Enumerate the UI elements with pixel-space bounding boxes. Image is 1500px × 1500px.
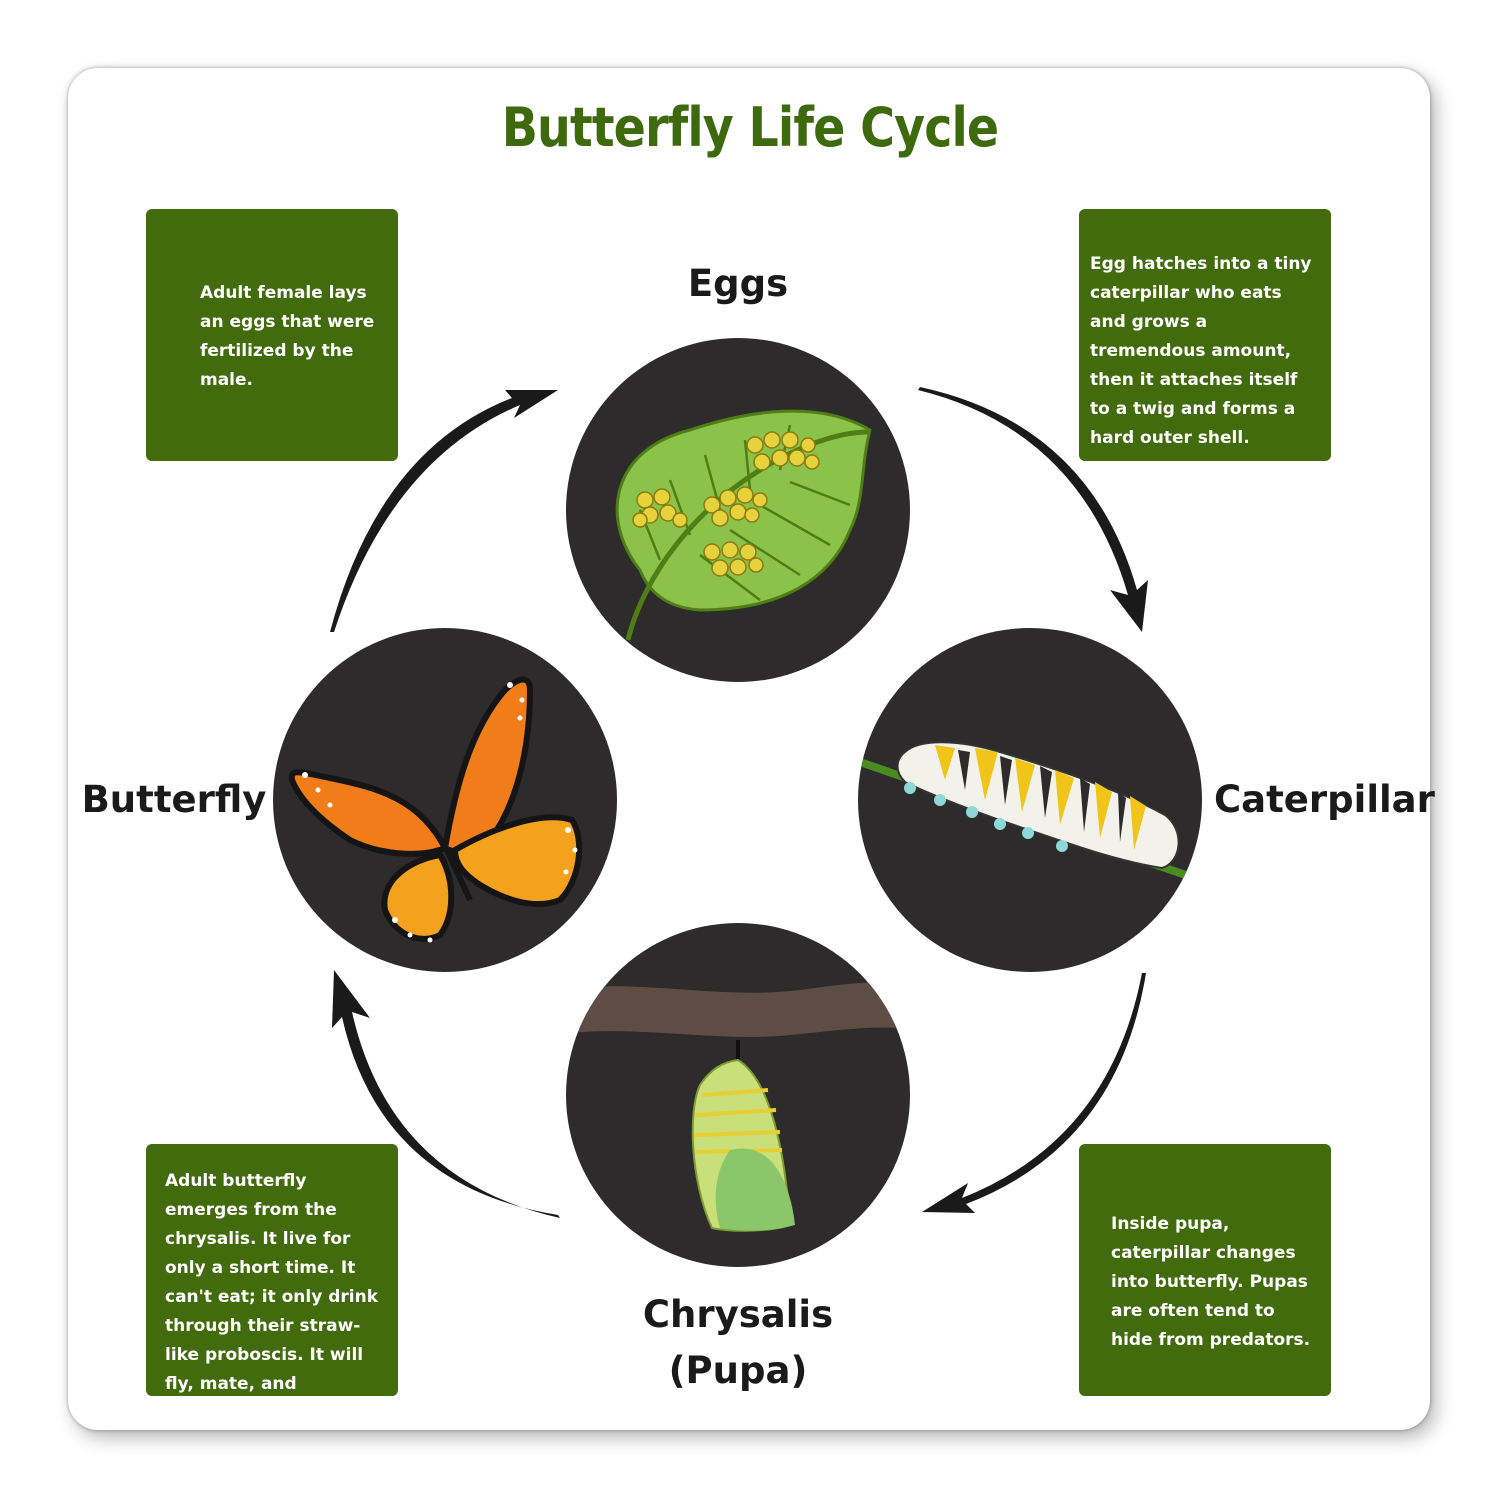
caterpillar-description-box: Egg hatches into a tiny caterpillar who … — [1079, 209, 1331, 461]
cycle-arrows — [330, 387, 1148, 1218]
butterfly-icon — [288, 676, 583, 943]
caterpillar-description: Egg hatches into a tiny caterpillar who … — [1090, 254, 1312, 448]
chrysalis-label-line2: (Pupa) — [668, 1349, 808, 1392]
egg-cluster — [632, 431, 820, 577]
caterpillar-illustration — [858, 628, 1202, 972]
chrysalis-illustration — [566, 923, 910, 1267]
butterfly-label: Butterfly — [81, 778, 267, 821]
eggs-description-box: Adult female lays an eggs that were fert… — [146, 209, 398, 461]
chrysalis-label-line1: Chrysalis — [642, 1293, 834, 1336]
caterpillar-icon — [896, 741, 1180, 870]
chrysalis-description-box: Inside pupa, caterpillar changes into bu… — [1079, 1144, 1331, 1396]
arrow-chrysalis-to-butterfly — [332, 970, 560, 1218]
chrysalis-label: Chrysalis (Pupa) — [588, 1287, 888, 1399]
butterfly-description-box: Adult butterfly emerges from the chrysal… — [146, 1144, 398, 1423]
page-title: Butterfly Life Cycle — [501, 96, 999, 159]
eggs-label: Eggs — [687, 262, 789, 305]
arrow-eggs-to-caterpillar — [918, 387, 1148, 632]
eggs-illustration — [566, 338, 910, 682]
branch — [566, 982, 910, 1037]
butterfly-description: Adult butterfly emerges from the chrysal… — [165, 1171, 379, 1423]
arrow-caterpillar-to-chrysalis — [922, 973, 1146, 1213]
butterfly-illustration — [273, 628, 617, 972]
chrysalis-description: Inside pupa, caterpillar changes into bu… — [1111, 1214, 1311, 1350]
arrow-butterfly-to-eggs — [330, 390, 558, 632]
caterpillar-label: Caterpillar — [1214, 778, 1435, 821]
eggs-description: Adult female lays an eggs that were fert… — [200, 283, 375, 390]
